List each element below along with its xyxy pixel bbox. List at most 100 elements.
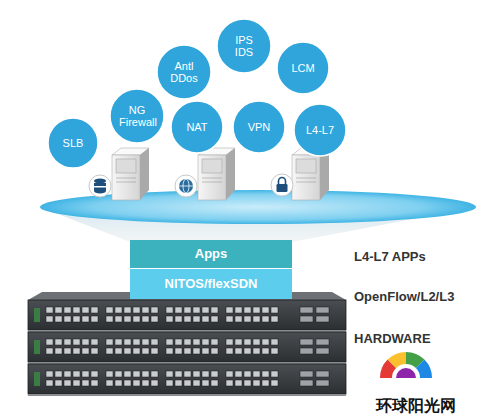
switch-port [244,371,251,377]
switch-port [91,316,98,322]
switch-port [262,380,269,386]
circle-fill [294,104,346,156]
switch-port [73,316,80,322]
switch-port [175,307,182,313]
switch-port [142,316,149,322]
switch-port [55,371,62,377]
switch-port [211,316,218,322]
switch-port [244,348,251,354]
switch-port [166,339,173,345]
switch-port [151,380,158,386]
switch-port [133,380,140,386]
switch-port [106,371,113,377]
switch-port [142,371,149,377]
switch-port [262,371,269,377]
sfp-port [316,307,329,313]
switch-port [115,380,122,386]
switch-port [211,307,218,313]
switch-port [253,339,260,345]
icon-badge [271,174,293,196]
switch-port [115,371,122,377]
sfp-port [316,371,329,377]
circle-fill [233,101,285,153]
db-disk [94,179,106,184]
switch-port [193,316,200,322]
sfp-port [316,380,329,386]
server-front [112,155,140,200]
switch-port [82,371,89,377]
switch-port [175,371,182,377]
switch-port [106,316,113,322]
switch-port [253,348,260,354]
switch-port [82,380,89,386]
switch-port [73,348,80,354]
switch-port [64,371,71,377]
switch-port [202,380,209,386]
switch-port [73,380,80,386]
service-circle: SLB [47,117,99,169]
service-circle: NAT [170,100,224,154]
server-line [116,178,136,179]
switch-port [133,339,140,345]
switch-port [91,307,98,313]
watermark: 环球阳光网 [376,396,456,417]
switch-port [91,339,98,345]
switch-port [142,380,149,386]
globe-equator [179,186,193,187]
switch-port [235,380,242,386]
circle-fill [217,19,271,73]
db-disk [94,183,106,186]
layer-band: Apps [130,240,292,268]
service-name: Antl DDos [166,60,202,84]
switch-port [244,316,251,322]
switch-port [244,339,251,345]
switch-port [64,380,71,386]
sfp-port [300,380,313,386]
switch-port [55,380,62,386]
switch-unit [28,300,346,332]
switch-port [46,348,53,354]
circle-fill [110,89,164,143]
service-name: NG Firewall [119,104,155,128]
server-bay [116,159,136,173]
switch-port [175,380,182,386]
switch-unit [28,332,346,364]
switch-port [262,339,269,345]
switch-port [82,339,89,345]
switch-port [211,371,218,377]
service-name: LCM [285,62,321,74]
switch-port [151,307,158,313]
switch-port [202,348,209,354]
switch-port [91,380,98,386]
sfp-port [300,348,313,354]
switch-port [55,348,62,354]
switch-port [193,307,200,313]
service-circle: IPS IDS [216,18,272,74]
switch-port [115,339,122,345]
switch-port [262,316,269,322]
layer-name: NITOS/flexSDN [136,277,286,291]
switch-port [124,348,131,354]
switch-port [244,307,251,313]
server-line [296,178,316,179]
layer-caption: HARDWARE [354,331,431,346]
switch-port [64,348,71,354]
switch-port [184,380,191,386]
switch-port [253,380,260,386]
circle-fill [48,118,98,168]
switch-port [184,316,191,322]
switch-port [253,371,260,377]
service-circle: L4-L7 [293,103,347,157]
server-line [202,178,222,179]
server-line [202,182,222,183]
switch-port [166,380,173,386]
database-icon [89,175,111,197]
layer-name: Apps [136,247,286,261]
switch-port [262,307,269,313]
switch-port [151,316,158,322]
switch-port [124,380,131,386]
icon-badge [89,175,111,197]
